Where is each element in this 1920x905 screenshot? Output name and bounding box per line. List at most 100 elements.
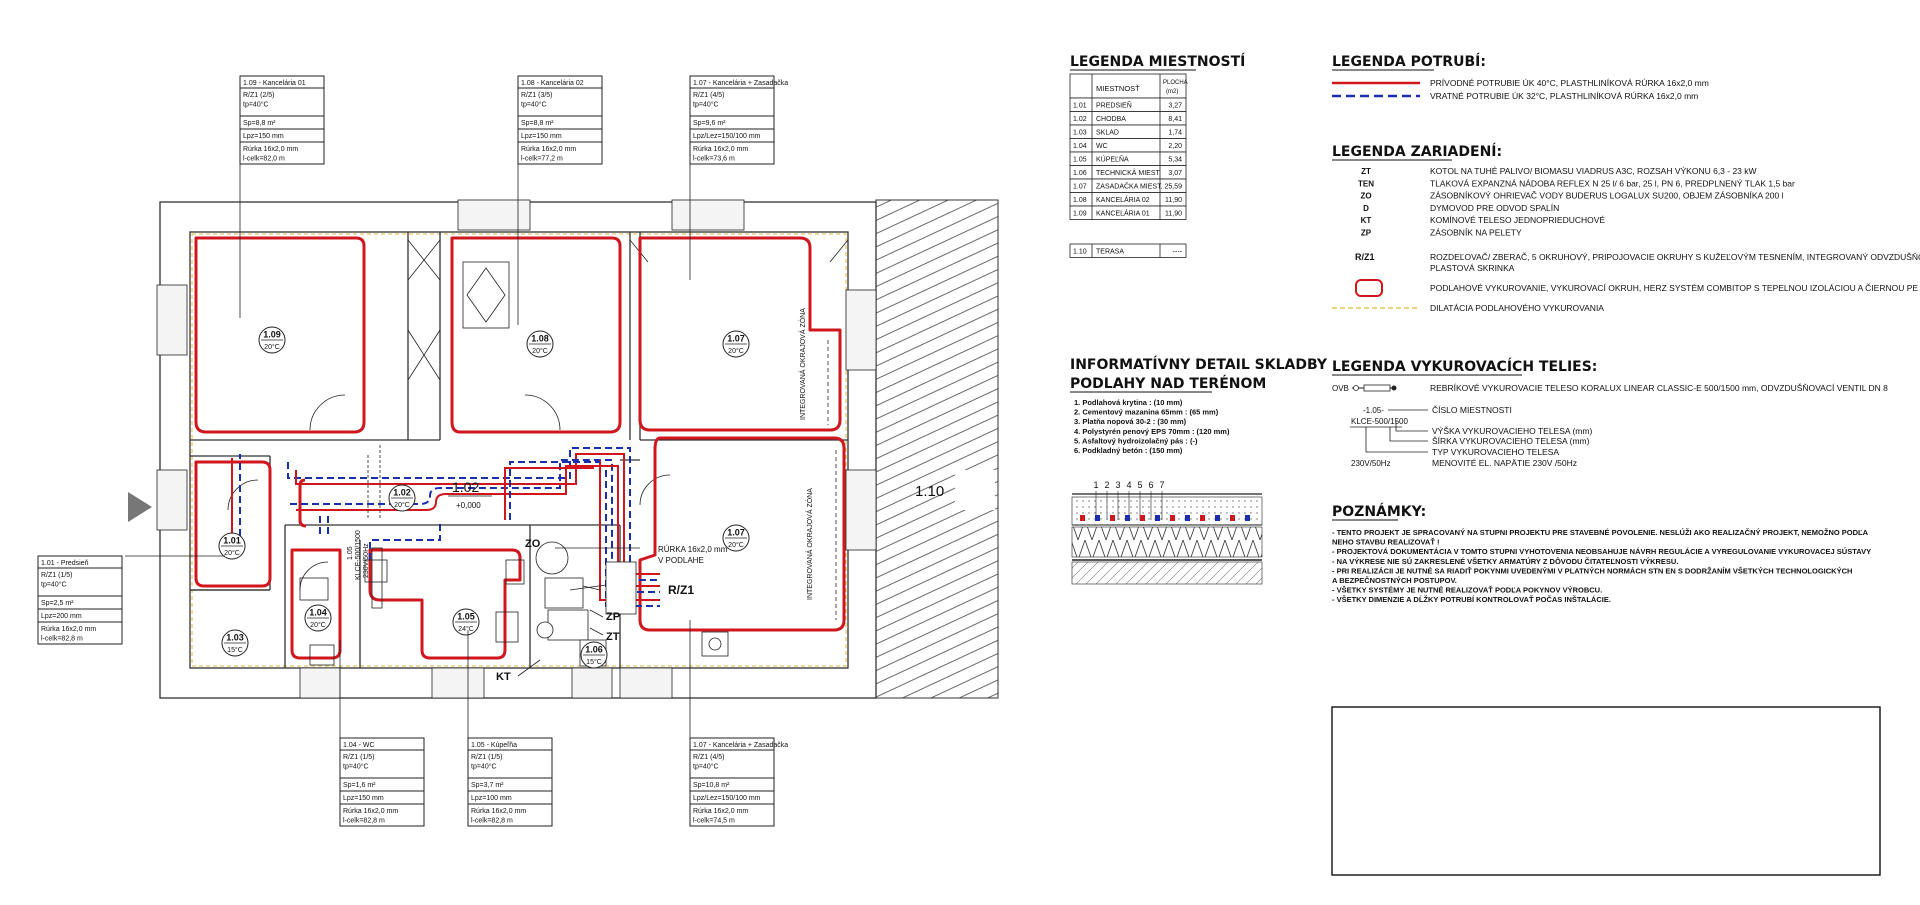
desc-height: VÝŠKA VYKUROVACIEHO TELESA (mm) [1432,426,1592,436]
room-label-text: R/Z1 (4/5) [693,92,725,99]
title-block [1331,706,1881,876]
svg-text:TEN: TEN [1358,179,1374,188]
detail-number: 2 [1104,480,1109,490]
svg-text:1.02: 1.02 [1073,116,1087,123]
edge-zone-label-2: INTEGROVANÁ OKRAJOVÁ ZÓNA [805,488,814,600]
room-temperature: 15°C [227,646,243,654]
edge-zone-label-1: INTEGROVANÁ OKRAJOVÁ ZÓNA [798,308,807,420]
room-label-text: Lpz=150 mm [521,133,562,140]
room-temperature: 20°C [310,621,326,629]
detail-layer: 2. Cementový mazanina 65mm : (65 mm) [1074,408,1219,417]
note-line: - TENTO PROJEKT JE SPRACOVANÝ NA STUPNI … [1332,528,1869,537]
pipe-note-2: V PODLAHE [658,556,704,565]
svg-text:DYMOVOD PRE ODVOD SPALÍN: DYMOVOD PRE ODVOD SPALÍN [1430,203,1559,213]
room-label-text: tp=40°C [343,763,369,771]
heating-loops [194,236,846,660]
room-label-text: Sp=2,5 m² [41,600,74,607]
svg-text:1.07: 1.07 [1073,184,1087,191]
desc-type: TYP VYKUROVACIEHO TELESA [1432,447,1559,457]
room-label-text: R/Z1 (1/5) [471,754,503,761]
room-label-text: Rúrka 16x2,0 mm [521,146,576,153]
radiator-legend-heading: LEGENDA VYKUROVACÍCH TELIES: [1332,358,1597,375]
room-temperature: 20°C [728,347,744,355]
svg-text:TERASA: TERASA [1096,249,1124,256]
void-markers [407,239,849,381]
entrance-arrow [128,492,152,522]
room-number: 1.05 [457,612,475,622]
windows [156,199,877,699]
svg-text:ZP: ZP [1361,229,1372,238]
room-legend: LEGENDA MIESTNOSTÍ MIESTNOSŤPLOCHA(m2)1.… [1069,53,1245,258]
detail-layer: 5. Asfaltový hydroizolačný pás : (-) [1074,436,1198,445]
detail-number: 5 [1137,480,1142,490]
detail-number: 7 [1159,480,1164,490]
rz1-text-1: ROZDEĽOVAČ/ ZBERAČ, 5 OKRUHOVÝ, PRIPOJOV… [1430,252,1920,262]
rz1-text-2: PLASTOVÁ SKRINKA [1430,263,1515,273]
svg-text:ZT: ZT [1361,167,1371,176]
corridor-number: 1.02 [452,479,479,495]
room-legend-row-terrace: 1.10 TERASA ---- [1069,243,1187,258]
room-temperature: 24°C [458,625,474,633]
note-line: - NA VÝKRESE NIE SÚ ZAKRESLENÉ VŠETKY AR… [1332,557,1678,566]
desc-voltage: MENOVITÉ EL. NAPÄTIE 230V /50Hz [1432,458,1577,468]
room-label-text: Lpz=200 mm [41,613,82,620]
room-label-text: R/Z1 (1/5) [41,572,73,579]
floor-plan: 1.10 [125,160,999,738]
room-temperature: 20°C [264,343,280,351]
svg-text:ZO: ZO [1360,192,1371,201]
room-label-text: Rúrka 16x2,0 mm [343,808,398,815]
svg-text:KT: KT [1361,216,1372,225]
room-number: 1.01 [223,536,241,546]
room-label-box: 1.08 - Kancelária 02R/Z1 (3/5)tp=40°CSp=… [517,75,603,165]
room-label-text: l-celk=74,5 m [693,818,735,825]
device-zt: ZT [606,631,620,643]
room-number: 1.02 [393,488,411,498]
svg-text:25,59: 25,59 [1164,184,1182,191]
svg-text:11,90: 11,90 [1165,197,1182,204]
svg-text:----: ---- [1173,249,1183,256]
room-label-text: l-celk=77,2 m [521,156,563,163]
room-label-text: Lpz/Lez=150/100 mm [693,795,761,802]
room-label-box: 1.09 - Kancelária 01R/Z1 (2/5)tp=40°CSp=… [239,75,325,165]
room-label-text: l-celk=82,0 m [243,156,285,163]
svg-text:WC: WC [1096,143,1108,150]
room-label-text: Sp=9,6 m² [693,120,726,127]
device-zo: ZO [525,538,541,550]
room-label-text: 1.08 - Kancelária 02 [521,80,584,87]
terrace-label: 1.10 [915,483,944,500]
room-label-text: 1.09 - Kancelária 01 [243,80,306,87]
room-label-text: Sp=3,7 m² [471,782,504,789]
svg-text:1.10: 1.10 [1073,249,1087,256]
room-label-text: tp=40°C [693,101,719,109]
sanitary-fixtures [299,559,729,666]
room-number: 1.04 [309,608,327,618]
room-label-text: l-celk=82,8 m [41,636,83,643]
room-label-text: Rúrka 16x2,0 mm [471,808,526,815]
room-label-text: 1.07 - Kancelária + Zasadačka [693,80,788,87]
detail-layer: 4. Polystyrén penový EPS 70mm : (120 mm) [1074,427,1230,436]
room-label-text: l-celk=82,8 m [471,818,513,825]
radiator-type: KLCE-500/1500 [355,530,362,580]
note-line: NEHO STAVBU REALIZOVAŤ ! [1332,538,1440,547]
svg-text:KANCELÁRIA 01: KANCELÁRIA 01 [1096,209,1150,218]
floor-loop-sample [1355,279,1383,297]
room-label-text: tp=40°C [471,763,497,771]
room-label-box: 1.04 - WCR/Z1 (1/5)tp=40°CSp=1,6 m²Lpz=1… [339,737,425,827]
svg-text:1.04: 1.04 [1073,143,1087,150]
detail-heading-2: PODLAHY NAD TERÉNOM [1070,375,1266,392]
supply-legend-text: PRÍVODNÉ POTRUBIE ÚK 40°C, PLASTHLINÍKOV… [1430,78,1709,88]
svg-text:KÚPEĽŇA: KÚPEĽŇA [1096,155,1129,164]
floor-section [1071,493,1263,585]
return-legend-text: VRATNÉ POTRUBIE ÚK 32°C, PLASTHLINÍKOVÁ … [1430,91,1698,101]
